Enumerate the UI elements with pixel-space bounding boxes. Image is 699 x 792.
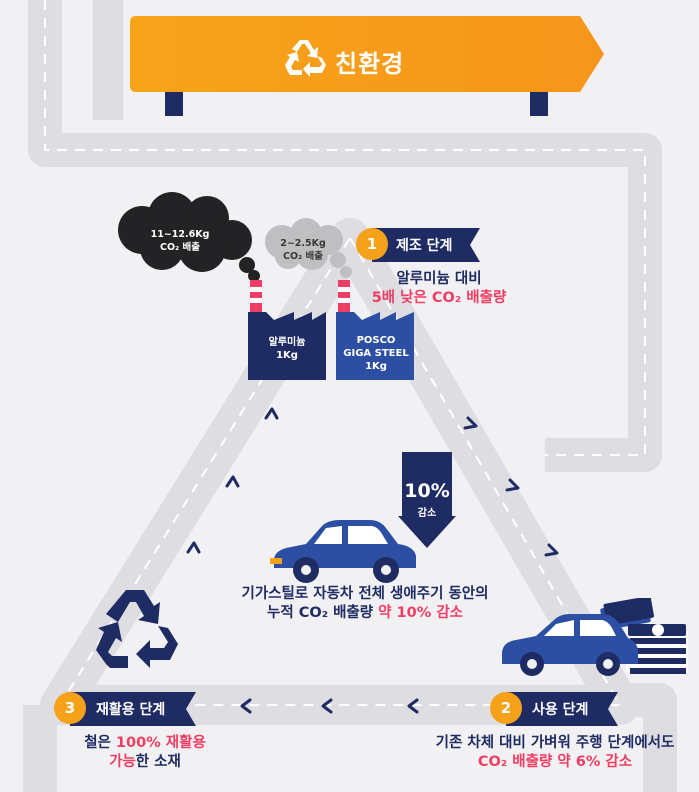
stage3-desc-highlight2: 가능	[109, 754, 136, 770]
arrow-right-down-3	[544, 543, 559, 557]
stage3-desc: 철은 100% 재활용 가능한 소재	[60, 734, 230, 772]
stage1-label: 제조 단계	[396, 238, 453, 254]
money-stack-icon	[626, 624, 688, 674]
cloud-posco-label: CO₂ 배출	[283, 251, 323, 262]
emission-cloud-posco	[265, 218, 352, 278]
stage3-desc-post: 한 소재	[135, 754, 181, 770]
stage1-tag	[372, 228, 480, 262]
factories	[248, 280, 414, 380]
factory-aluminum-weight: 1Kg	[276, 350, 298, 361]
factory-posco	[336, 280, 414, 380]
factory-posco-product: GIGA STEEL	[343, 348, 409, 359]
reduction-arrow	[398, 452, 456, 548]
cloud-aluminum-amount: 11~12.6Kg	[150, 229, 210, 240]
cloud-aluminum-label: CO₂ 배출	[160, 242, 200, 253]
factory-posco-brand: POSCO	[356, 335, 396, 346]
stage3-desc-highlight: 100% 재활용	[115, 735, 206, 751]
reduction-value: 10%	[404, 480, 450, 502]
stage3-number: 3	[54, 692, 86, 724]
factory-aluminum-label: 알루미늄	[268, 337, 306, 348]
stage3-desc-pre: 철은	[84, 735, 116, 751]
arrow-left-1	[407, 698, 419, 714]
stage3-desc-line2: 가능한 소재	[60, 753, 230, 772]
cloud-aluminum-text: 11~12.6Kg CO₂ 배출	[140, 228, 220, 254]
factory-aluminum	[248, 280, 326, 380]
stage2-desc-line2: CO₂ 배출량 약 6% 감소	[477, 754, 633, 770]
car-stage2	[502, 598, 688, 676]
stage1-number: 1	[356, 228, 388, 260]
banner-title: 친환경	[335, 50, 405, 78]
arrow-right-down-1	[463, 416, 478, 430]
factory-aluminum-text: 알루미늄 1Kg	[252, 336, 322, 362]
arrow-left-2	[321, 698, 333, 714]
arrow-up-3	[264, 407, 279, 420]
arrow-up-1	[186, 541, 201, 554]
cloud-posco-amount: 2~2.5Kg	[280, 238, 326, 249]
stage3-desc-line1: 철은 100% 재활용	[60, 734, 230, 753]
factory-posco-weight: 1Kg	[365, 361, 387, 372]
stage3-label: 재활용 단계	[96, 702, 166, 718]
arrow-up-2	[225, 475, 240, 488]
factory-posco-text: POSCO GIGA STEEL 1Kg	[336, 334, 416, 373]
lifecycle-desc: 기가스틸로 자동차 전체 생애주기 동안의 누적 CO₂ 배출량 약 10% 감…	[220, 585, 510, 623]
stage2-desc: 기존 차체 대비 가벼워 주행 단계에서도 CO₂ 배출량 약 6% 감소	[420, 734, 690, 772]
stage1-desc-line2: 5배 낮은 CO₂ 배출량	[371, 290, 507, 306]
lifecycle-line2-pre: 누적 CO₂ 배출량	[267, 605, 379, 621]
stage2-desc-line1: 기존 차체 대비 가벼워 주행 단계에서도	[435, 735, 675, 751]
recycle-arrows-icon	[96, 590, 178, 668]
emission-cloud-aluminum	[118, 192, 260, 280]
stage2-tag	[506, 692, 618, 726]
lifecycle-line2-highlight: 약 10% 감소	[378, 605, 463, 621]
lifecycle-line2: 누적 CO₂ 배출량 약 10% 감소	[220, 604, 510, 623]
banner	[130, 16, 604, 116]
arrow-left-3	[240, 698, 252, 714]
stage3-tag	[70, 692, 196, 726]
cloud-posco-text: 2~2.5Kg CO₂ 배출	[270, 237, 336, 263]
recycle-icon	[285, 40, 326, 77]
car-center	[270, 520, 416, 583]
stage2-number: 2	[490, 692, 522, 724]
stage1-desc-line1: 알루미늄 대비	[396, 271, 482, 287]
stage2-label: 사용 단계	[532, 702, 589, 718]
reduction-label: 감소	[417, 508, 437, 519]
lifecycle-line1: 기가스틸로 자동차 전체 생애주기 동안의	[241, 586, 489, 602]
stage1-desc: 알루미늄 대비 5배 낮은 CO₂ 배출량	[350, 270, 528, 308]
arrow-right-down-2	[505, 478, 520, 492]
